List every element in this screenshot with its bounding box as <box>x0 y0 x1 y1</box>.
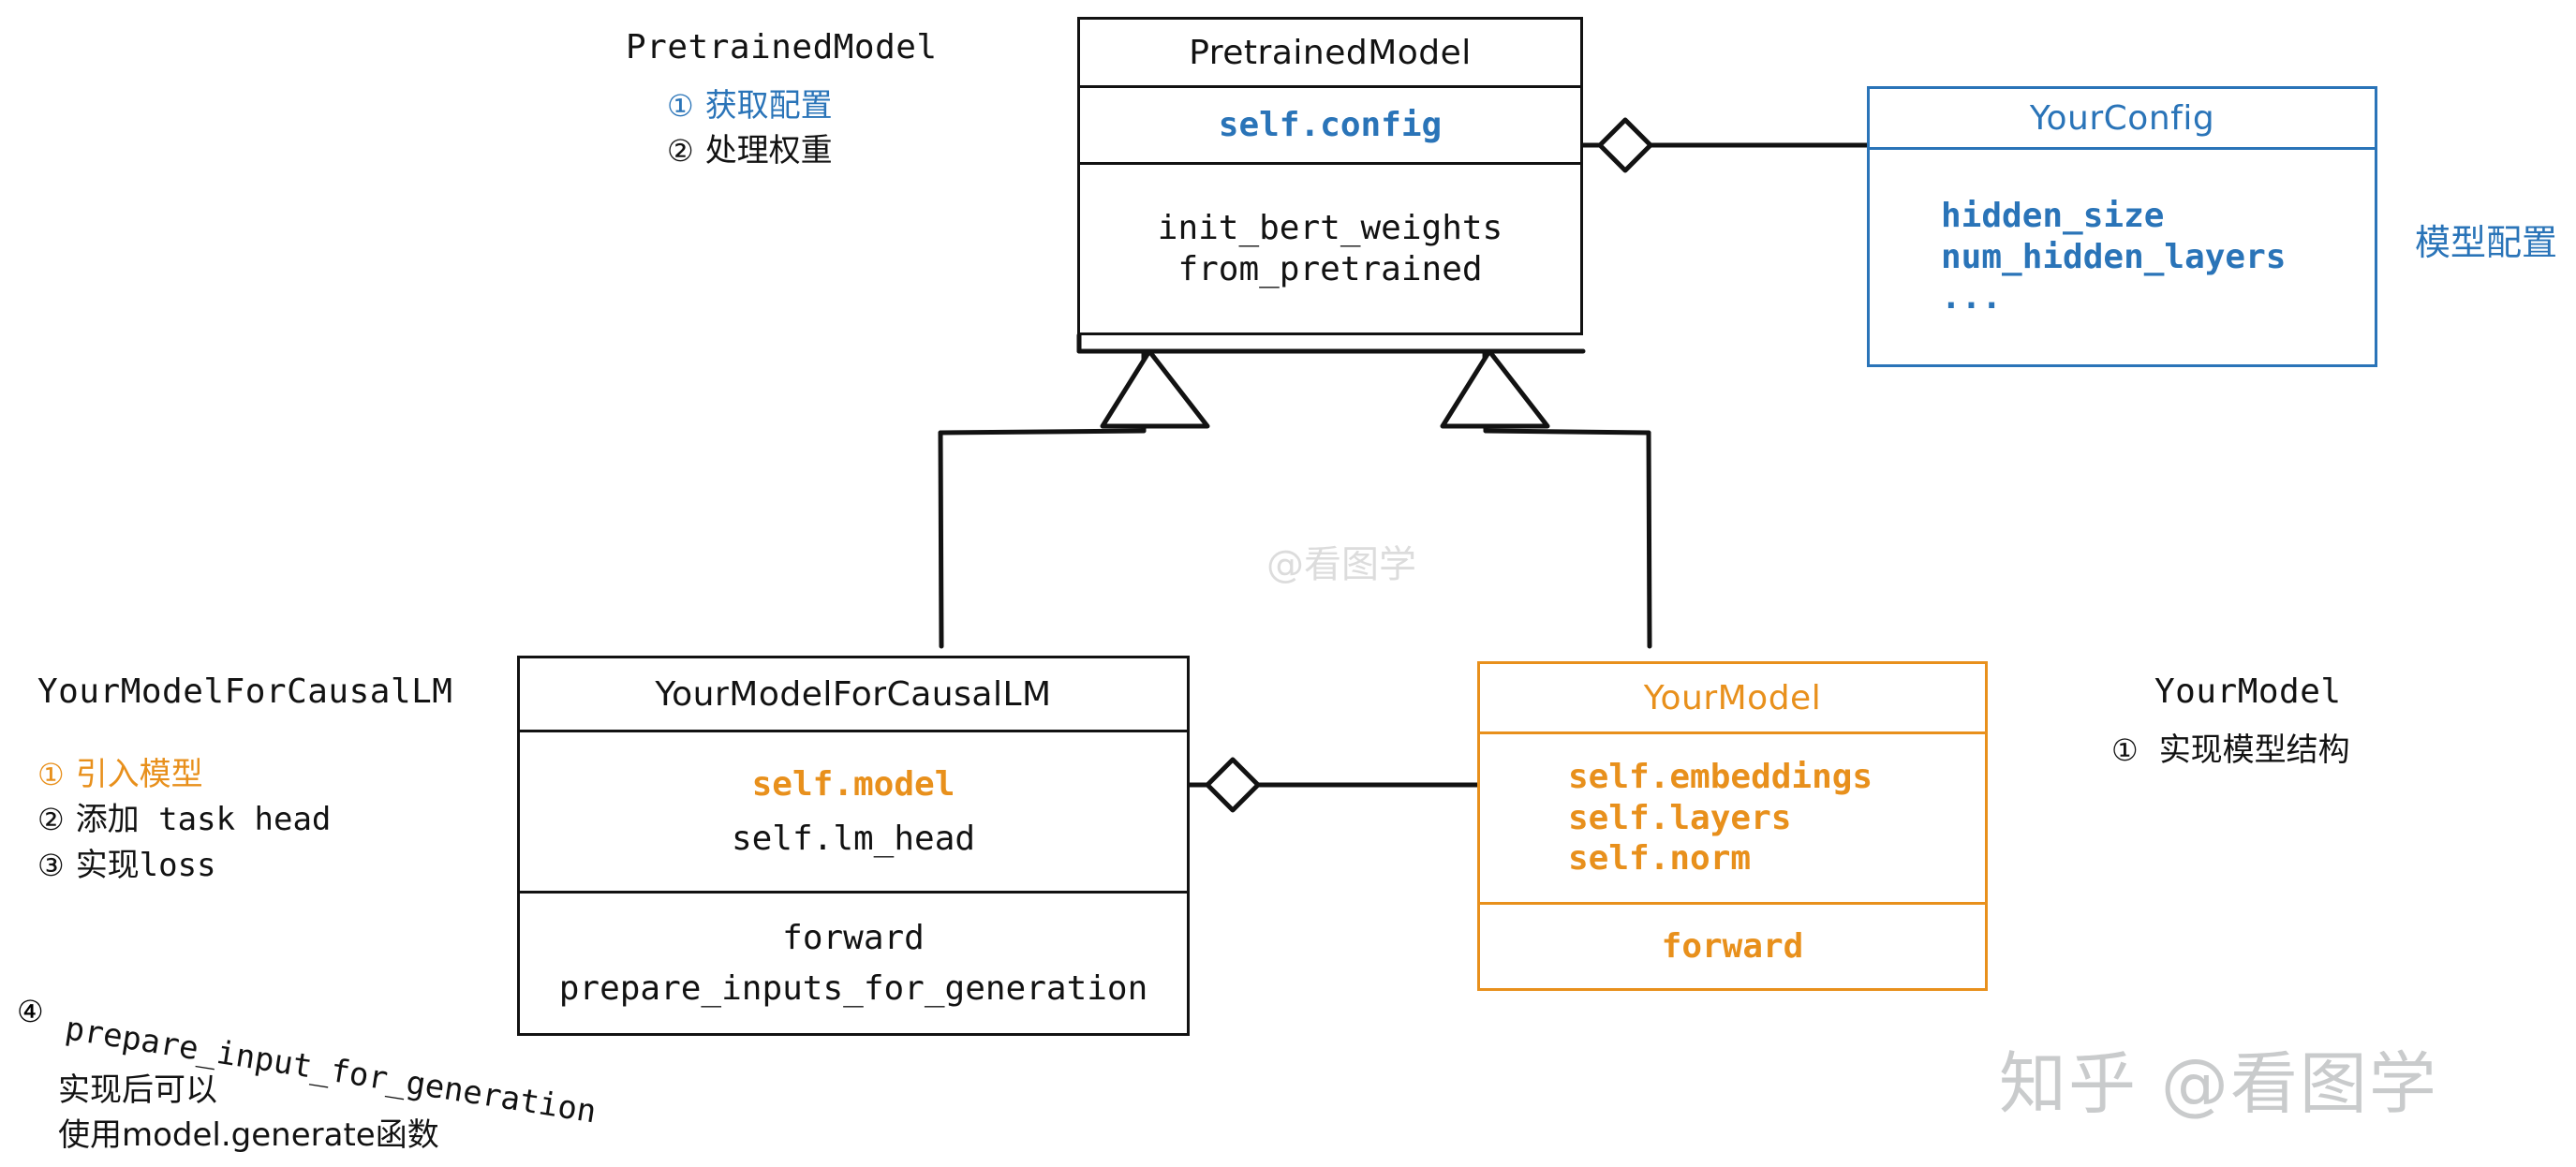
class-title-your-model: YourModel <box>1643 678 1822 717</box>
circled-number-3-icon: ③ <box>37 847 65 883</box>
annotation-title-your-model: YourModel <box>2154 672 2342 711</box>
attribute-self-layers: self.layers <box>1568 798 1792 837</box>
class-attributes-your-model-for-causal-lm: self.model self.lm_head <box>520 730 1187 891</box>
attribute-self-lm-head: self.lm_head <box>731 819 976 858</box>
annotation-your-model-item-1: ① 实现模型结构 <box>2111 728 2350 773</box>
annotation-causal-note: 实现后可以 使用model.generate函数 <box>58 1068 439 1159</box>
method-from-pretrained: from_pretrained <box>1177 249 1483 288</box>
edge-inherit-right-horiz <box>1483 428 1651 436</box>
edge-inherit-left-down <box>938 430 944 649</box>
aggregation-diamond-model <box>1205 757 1261 813</box>
note-line-2-text: 使用model.generate函数 <box>58 1116 439 1155</box>
inheritance-arrow-right <box>1440 348 1550 429</box>
class-box-your-config[interactable]: YourConfig hidden_size num_hidden_layers… <box>1867 86 2377 367</box>
annotation-your-model: YourModel ① 实现模型结构 <box>2111 672 2350 773</box>
annotation-pretrained-model: PretrainedModel ① 获取配置 ② 处理权重 <box>626 28 938 174</box>
annotation-your-model-item-1-label: 实现模型结构 <box>2158 731 2350 769</box>
annotation-causal-item-1-label: 引入模型 <box>75 756 203 793</box>
class-header-your-model: YourModel <box>1480 664 1985 731</box>
class-box-your-model-for-causal-lm[interactable]: YourModelForCausalLM self.model self.lm_… <box>517 656 1190 1036</box>
attribute-hidden-size: hidden_size <box>1941 196 2165 235</box>
class-header-your-model-for-causal-lm: YourModelForCausalLM <box>520 658 1187 730</box>
method-prepare-inputs-for-generation: prepare_inputs_for_generation <box>558 968 1148 1008</box>
class-title-your-model-for-causal-lm: YourModelForCausalLM <box>655 674 1052 714</box>
edge-inherit-left-horiz <box>938 428 1147 436</box>
class-header-your-config: YourConfig <box>1870 89 2375 147</box>
attribute-self-config: self.config <box>1218 105 1443 144</box>
class-header-pretrained-model: PretrainedModel <box>1080 20 1580 85</box>
aggregation-diamond-config <box>1597 117 1653 173</box>
method-forward-your-model: forward <box>1661 926 1804 966</box>
annotation-item-1-label: 获取配置 <box>704 87 833 125</box>
annotation-causal-item-1: ① 引入模型 <box>37 752 452 797</box>
circled-number-1-icon: ① <box>667 88 694 124</box>
circled-number-2-icon: ② <box>667 133 694 170</box>
inheritance-arrow-left <box>1100 348 1210 429</box>
annotation-your-model-for-causal-lm: YourModelForCausalLM ① 引入模型 ② 添加 task he… <box>37 672 452 888</box>
circled-number-1-icon: ① <box>37 757 65 792</box>
class-methods-your-model: forward <box>1480 902 1985 988</box>
class-attributes-your-config: hidden_size num_hidden_layers ... <box>1870 147 2375 364</box>
attribute-ellipsis: ... <box>1941 278 2003 318</box>
note-line-1-text: 实现后可以 <box>58 1071 217 1109</box>
annotation-causal-note-line-2: 使用model.generate函数 <box>58 1113 439 1158</box>
edge-inherit-right-up <box>1482 348 1488 434</box>
annotation-causal-item-4: ④ <box>17 991 55 1033</box>
annotation-causal-note-line-1: 实现后可以 <box>58 1068 439 1113</box>
circled-number-4-icon: ④ <box>17 994 44 1029</box>
class-box-pretrained-model[interactable]: PretrainedModel self.config init_bert_we… <box>1077 17 1583 335</box>
class-methods-pretrained-model: init_bert_weights from_pretrained <box>1080 162 1580 332</box>
class-title-pretrained-model: PretrainedModel <box>1189 33 1472 72</box>
class-box-your-model[interactable]: YourModel self.embeddings self.layers se… <box>1477 661 1988 991</box>
watermark-corner: 知乎 @看图学 <box>1999 1044 2438 1123</box>
attribute-num-hidden-layers: num_hidden_layers <box>1941 237 2287 276</box>
class-methods-your-model-for-causal-lm: forward prepare_inputs_for_generation <box>520 891 1187 1033</box>
annotation-item-1: ① 获取配置 <box>667 83 938 128</box>
circled-number-1-icon: ① <box>2111 732 2139 768</box>
class-title-your-config: YourConfig <box>2029 98 2215 138</box>
class-attributes-your-model: self.embeddings self.layers self.norm <box>1480 731 1985 902</box>
annotation-title-pretrained-model: PretrainedModel <box>626 28 938 66</box>
attribute-self-embeddings: self.embeddings <box>1568 757 1873 796</box>
annotation-causal-item-2: ② 添加 task head <box>37 797 452 842</box>
attribute-self-model: self.model <box>751 764 955 804</box>
annotation-causal-item-3-label: 实现loss <box>75 846 216 884</box>
annotation-causal-item-2-label: 添加 task head <box>75 801 332 839</box>
method-forward: forward <box>782 918 925 957</box>
annotation-item-2-label: 处理权重 <box>704 132 833 170</box>
annotation-causal-item-3: ③ 实现loss <box>37 843 452 888</box>
attribute-self-norm: self.norm <box>1568 839 1752 879</box>
watermark-center: @看图学 <box>1266 543 1416 586</box>
edge-inherit-right-down <box>1646 430 1652 649</box>
annotation-item-2: ② 处理权重 <box>667 128 938 173</box>
annotation-title-your-model-for-causal-lm: YourModelForCausalLM <box>37 672 453 711</box>
your-config-side-label: 模型配置 <box>2415 222 2558 263</box>
circled-number-2-icon: ② <box>37 802 65 838</box>
method-init-bert-weights: init_bert_weights <box>1157 208 1503 247</box>
class-attributes-pretrained-model: self.config <box>1080 85 1580 162</box>
